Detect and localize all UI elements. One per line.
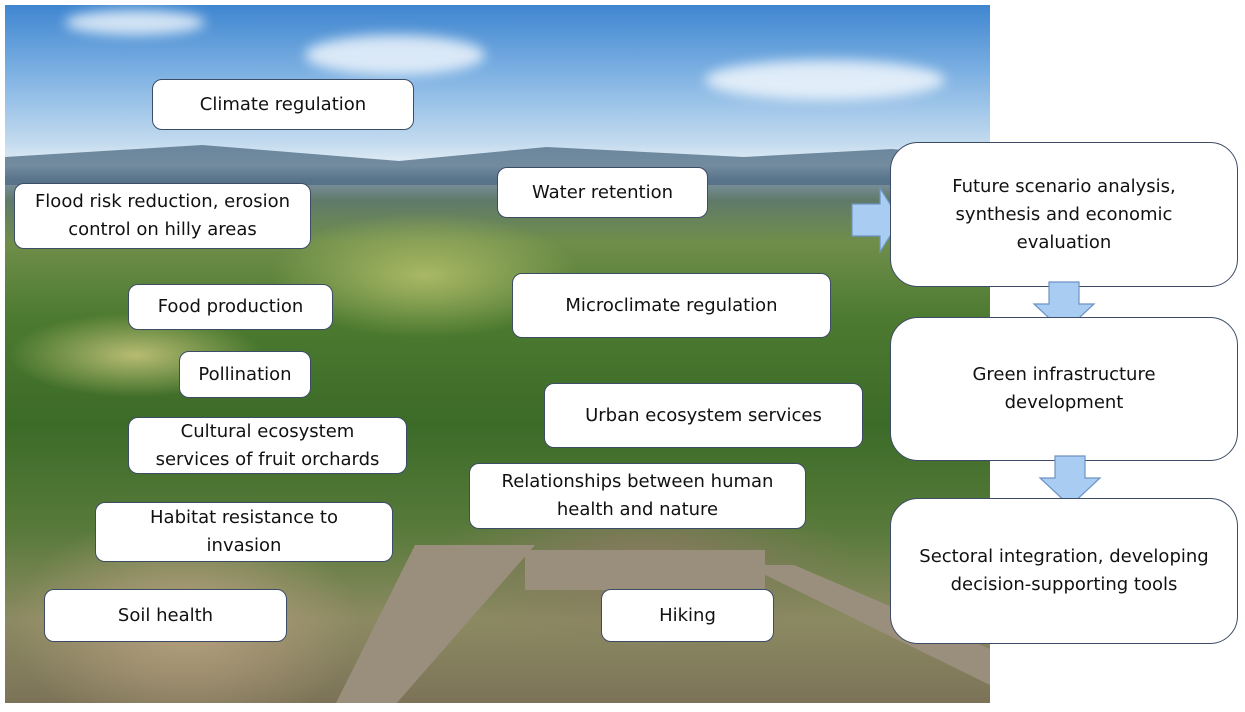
flow-sectoral-integration: Sectoral integration, developing decisio…: [890, 498, 1238, 644]
service-cultural-ecosystem: Cultural ecosystem services of fruit orc…: [128, 417, 407, 474]
flow-future-scenario-analysis: Future scenario analysis, synthesis and …: [890, 142, 1238, 287]
service-food-production: Food production: [128, 284, 333, 330]
flow-green-infrastructure: Green infrastructure development: [890, 317, 1238, 461]
service-urban-ecosystem: Urban ecosystem services: [544, 383, 863, 448]
service-hiking: Hiking: [601, 589, 774, 642]
service-habitat-resistance: Habitat resistance to invasion: [95, 502, 393, 562]
service-soil-health: Soil health: [44, 589, 287, 642]
arrow-down-icon: [1038, 455, 1102, 507]
service-climate-regulation: Climate regulation: [152, 79, 414, 130]
service-microclimate-regulation: Microclimate regulation: [512, 273, 831, 338]
service-flood-risk-reduction: Flood risk reduction, erosion control on…: [14, 183, 311, 249]
service-water-retention: Water retention: [497, 167, 708, 218]
service-pollination: Pollination: [179, 351, 311, 398]
service-human-health-nature: Relationships between human health and n…: [469, 463, 806, 529]
